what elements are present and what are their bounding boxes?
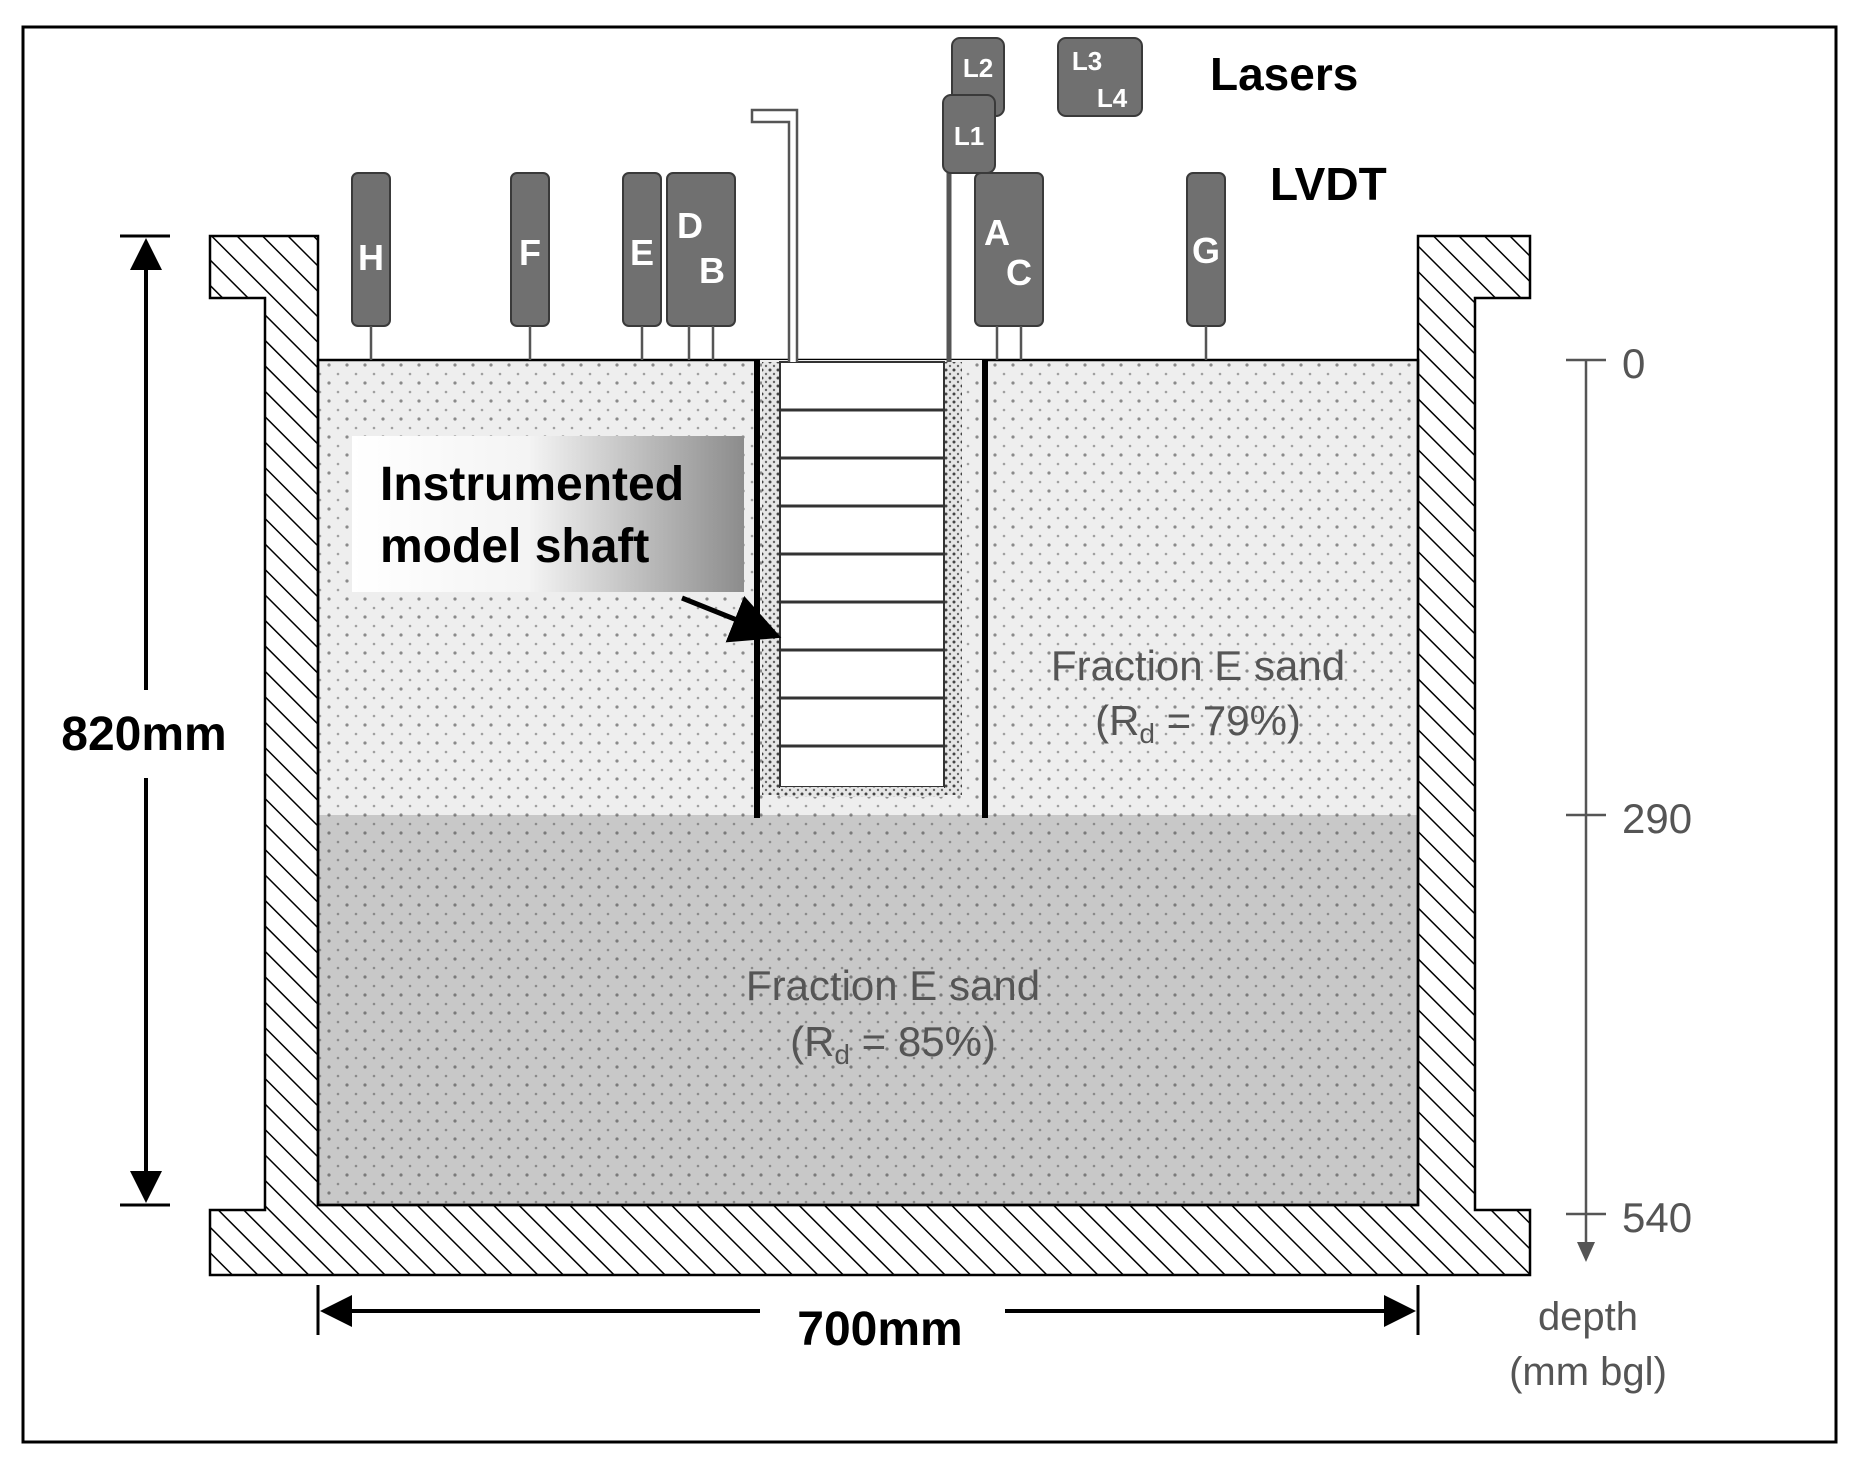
lvdt-DB: D B <box>666 172 736 360</box>
lvdt-label-E: E <box>630 232 654 273</box>
upper-sand-label-line1: Fraction E sand <box>1051 642 1345 689</box>
lower-sand-label-line1: Fraction E sand <box>746 962 1040 1009</box>
lvdt-label-C: C <box>1006 252 1032 293</box>
upper-sand-label-line2: (Rd = 79%) <box>1095 697 1301 749</box>
lower-sand-label-line2: (Rd = 85%) <box>790 1018 996 1070</box>
lvdt-label-D: D <box>677 205 703 246</box>
lvdt-label-B: B <box>699 250 725 291</box>
figure-border <box>21 25 1838 1444</box>
lvdt-AC: A C <box>974 172 1044 360</box>
height-dimension <box>120 234 170 1207</box>
shaft-label-line1: Instrumented <box>380 458 684 511</box>
laser-label-L3: L3 <box>1072 46 1102 76</box>
lvdt-F: F <box>510 172 550 360</box>
lvdt-label-A: A <box>984 212 1010 253</box>
width-label: 700mm <box>797 1303 962 1356</box>
lvdt-label: LVDT <box>1270 158 1387 210</box>
height-label: 820mm <box>61 708 226 761</box>
lvdt-E: E <box>622 172 662 360</box>
lvdt-label-H: H <box>358 237 384 278</box>
depth-tick-0: 0 <box>1622 340 1645 387</box>
lvdt-H: H <box>351 172 391 360</box>
laser-label-L4: L4 <box>1097 83 1128 113</box>
loading-rod <box>750 108 799 362</box>
laser-L1: L1 <box>942 94 996 174</box>
shaft-label-line2: model shaft <box>380 520 649 573</box>
depth-tick-540: 540 <box>1622 1194 1692 1241</box>
lvdt-label-F: F <box>519 232 541 273</box>
lasers-label: Lasers <box>1210 48 1358 100</box>
depth-axis-label-line2: (mm bgl) <box>1509 1350 1667 1394</box>
shaft-pointer-arrow <box>681 595 782 643</box>
shaft-label-box <box>352 436 744 592</box>
model-shaft <box>754 360 988 818</box>
laser-label-L1: L1 <box>954 121 984 151</box>
depth-axis <box>1566 358 1606 1262</box>
depth-axis-label-line1: depth <box>1538 1295 1638 1339</box>
lower-sand-layer <box>318 815 1418 1205</box>
lvdt-G: G <box>1186 172 1226 360</box>
laser-L3-L4: L3 L4 <box>1057 37 1143 117</box>
laser-label-L2: L2 <box>963 53 993 83</box>
width-dimension <box>316 1285 1420 1335</box>
lvdt-label-G: G <box>1192 230 1220 271</box>
depth-tick-290: 290 <box>1622 795 1692 842</box>
